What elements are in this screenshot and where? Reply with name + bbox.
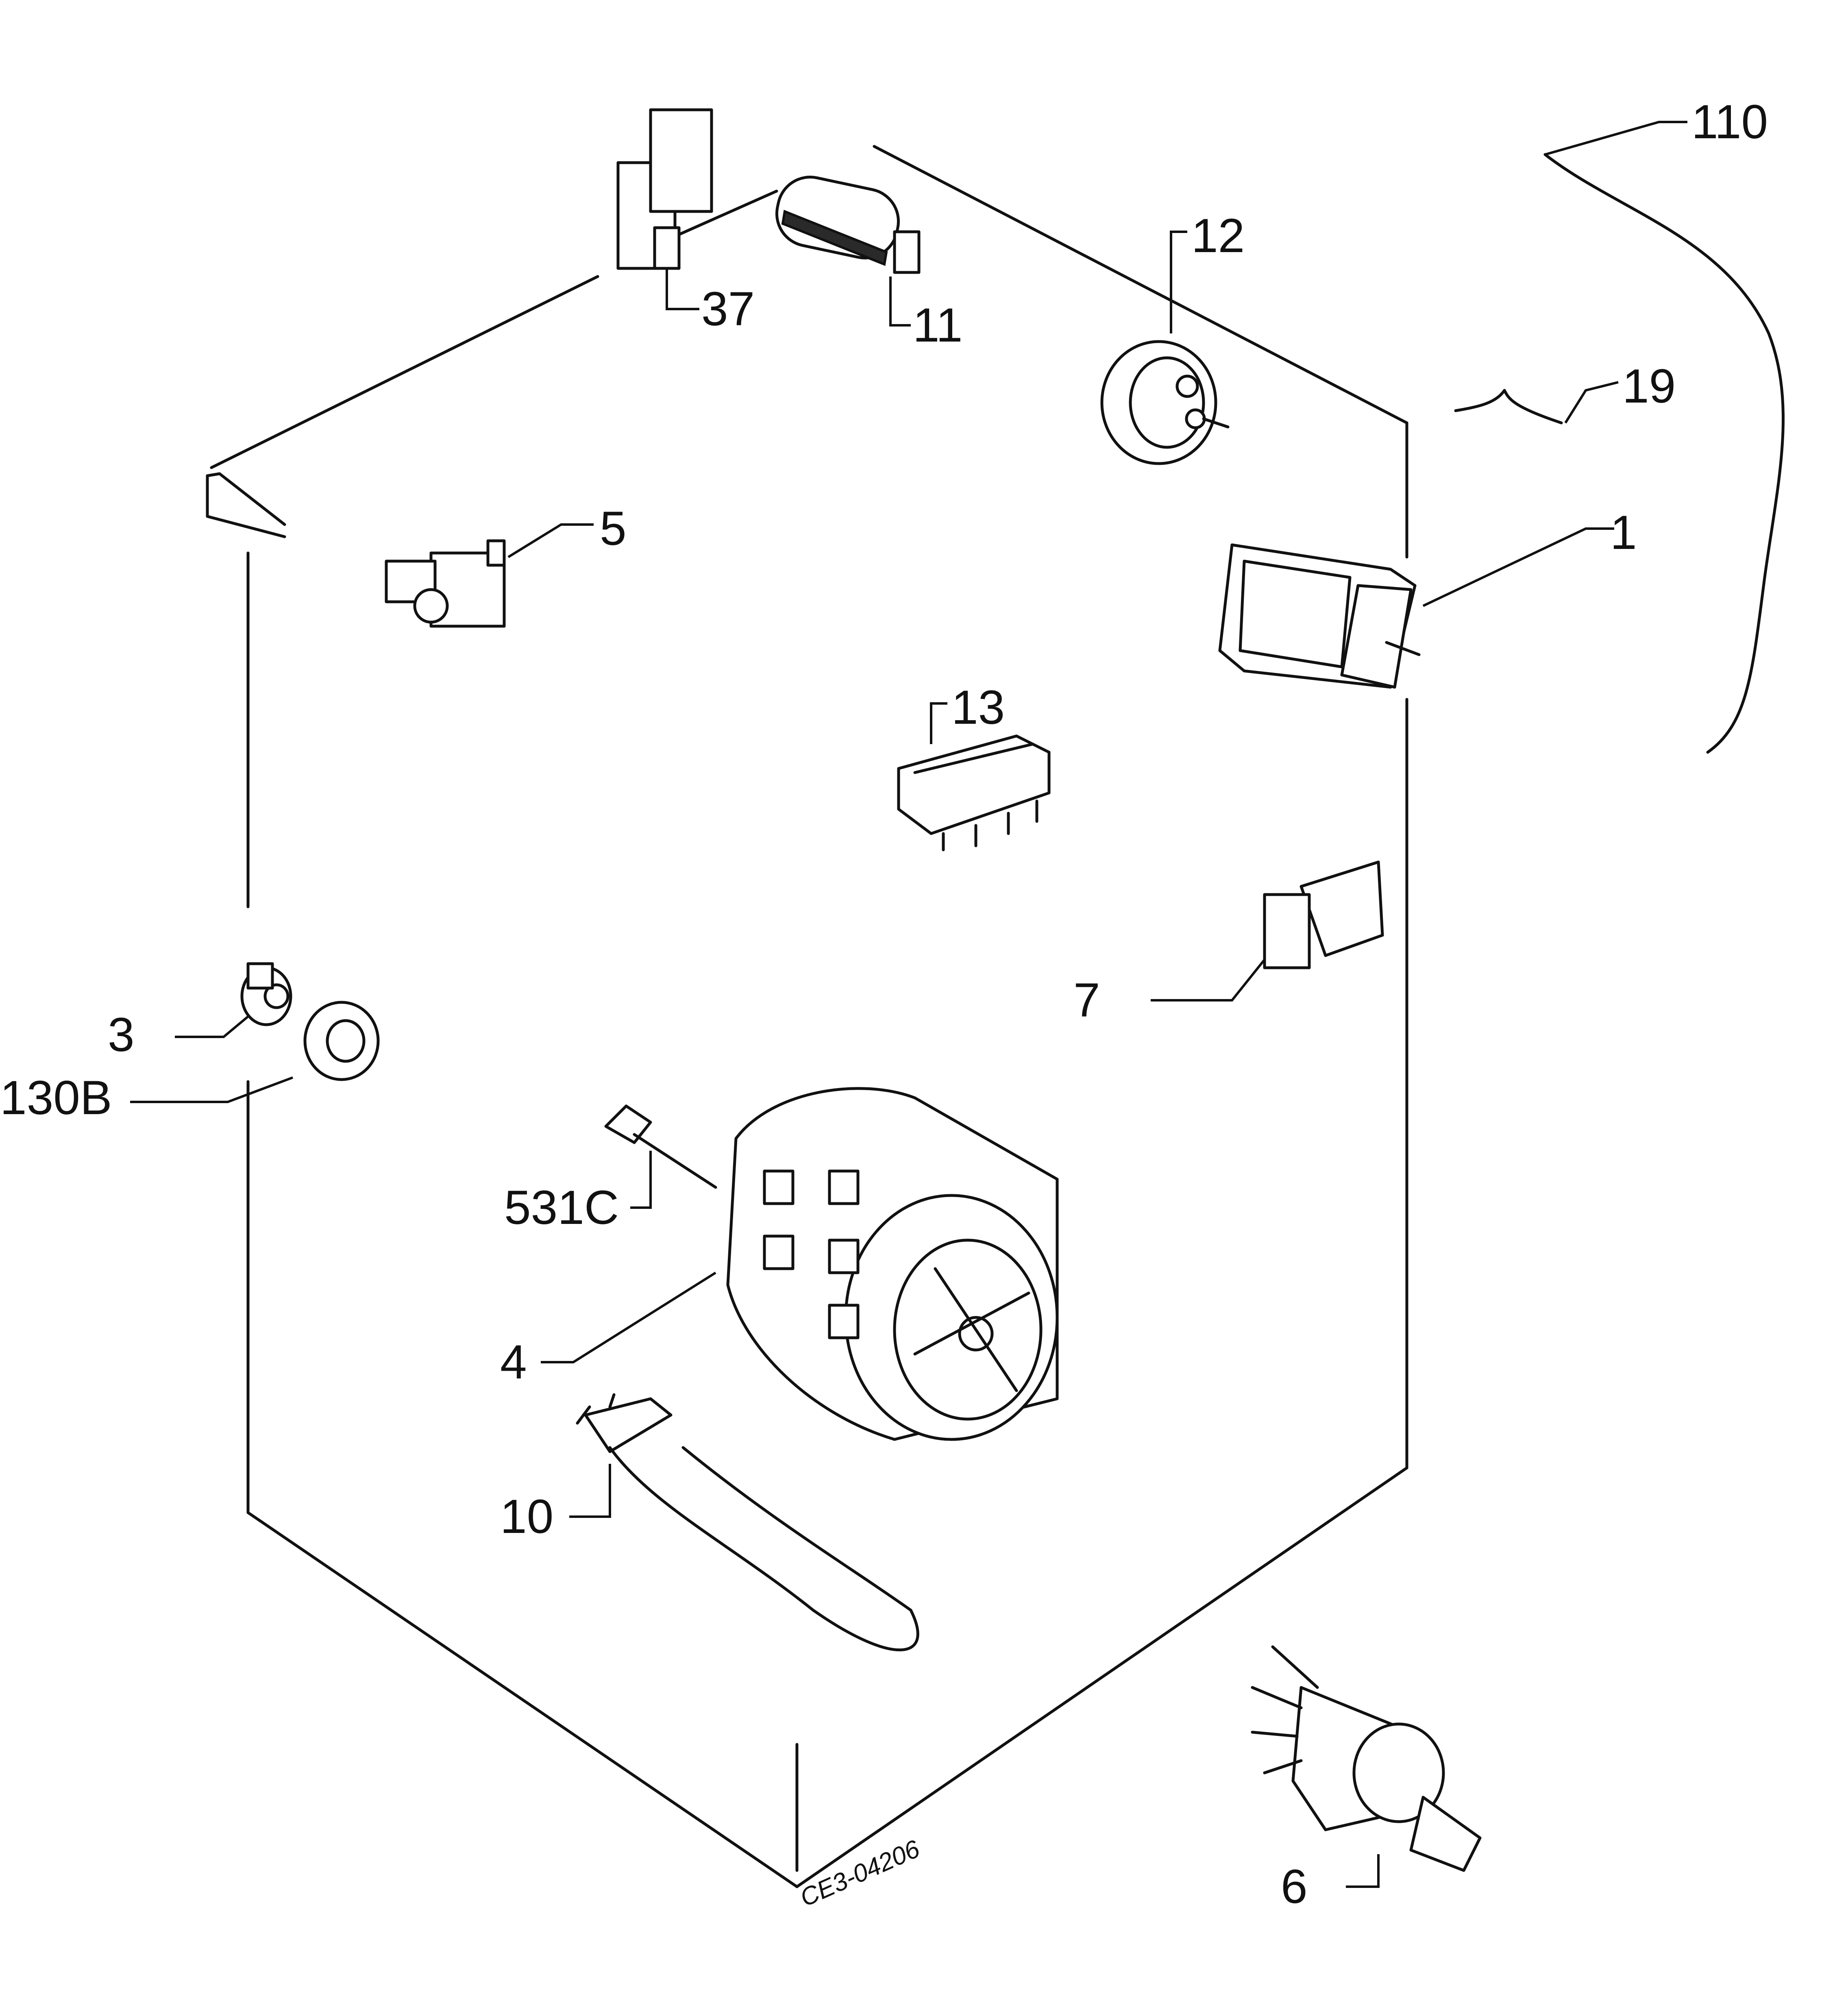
callout-6: 6 xyxy=(1281,1860,1308,1914)
screw-icon xyxy=(604,1104,717,1209)
callout-531c: 531C xyxy=(504,1181,619,1234)
callout-3: 3 xyxy=(108,1008,135,1062)
push-button-switch-icon xyxy=(897,702,1051,851)
timer-programmer-icon xyxy=(1218,527,1614,689)
capacitor-icon xyxy=(775,176,921,327)
cabinet-outline xyxy=(206,145,1408,1888)
heating-element-icon xyxy=(569,1393,919,1651)
callout-12: 12 xyxy=(1191,209,1245,263)
hose-icon xyxy=(1543,121,1785,754)
grommet-icon xyxy=(130,1001,380,1103)
drain-pump-icon xyxy=(1251,1645,1482,1888)
callout-110: 110 xyxy=(1691,95,1768,149)
bracket-icon xyxy=(616,108,713,310)
callout-13: 13 xyxy=(951,681,1005,734)
callout-5: 5 xyxy=(600,502,627,555)
callout-1: 1 xyxy=(1610,506,1637,560)
clip-icon xyxy=(1454,381,1619,425)
thermostat-icon xyxy=(175,962,292,1038)
callout-7: 7 xyxy=(1073,973,1100,1027)
callout-11: 11 xyxy=(913,298,963,352)
callout-130b: 130B xyxy=(0,1071,112,1125)
callout-10: 10 xyxy=(500,1490,553,1544)
pressure-switch-icon xyxy=(1100,231,1230,465)
callout-37: 37 xyxy=(701,282,755,336)
callout-19: 19 xyxy=(1622,359,1676,413)
door-interlock-icon xyxy=(1151,860,1384,1001)
solenoid-valve-icon xyxy=(385,523,594,628)
callout-4: 4 xyxy=(500,1335,527,1389)
motor-icon xyxy=(541,1087,1059,1441)
